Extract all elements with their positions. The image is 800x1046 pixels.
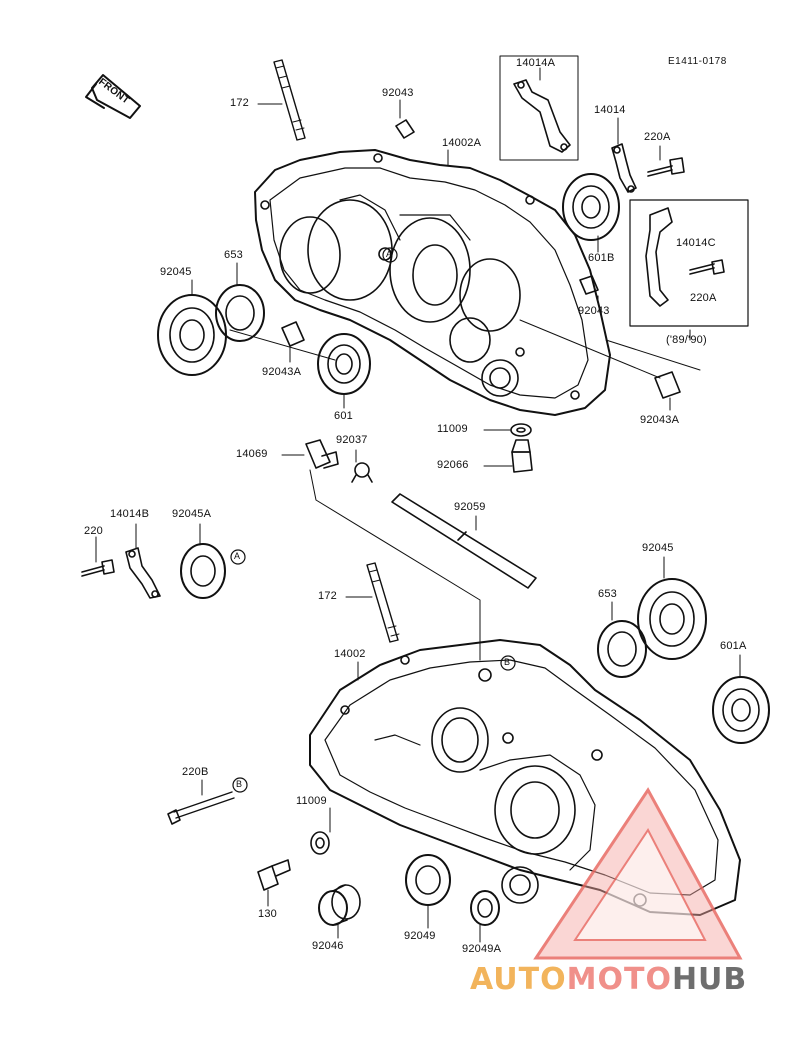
lower-crankcase-14002 xyxy=(309,639,741,916)
bearing-601a xyxy=(712,676,770,744)
label-601b: 601B xyxy=(588,252,615,264)
label-92049a: 92049A xyxy=(462,943,502,955)
seal-92045a xyxy=(180,543,226,599)
label-92046: 92046 xyxy=(312,940,344,952)
dowel-92043-right xyxy=(579,275,599,295)
label-14014c: 14014C xyxy=(676,237,716,249)
washer-11009-low xyxy=(310,831,330,855)
bolt-220b xyxy=(167,791,235,825)
label-92043-top: 92043 xyxy=(382,87,414,99)
washer-11009-mid xyxy=(510,423,532,437)
callout-a-upper: A xyxy=(386,249,393,259)
callout-a-lower: A xyxy=(234,551,241,561)
label-14014a: 14014A xyxy=(516,57,556,69)
bearing-92045-right xyxy=(637,578,707,660)
plug-130 xyxy=(257,859,291,891)
label-92037: 92037 xyxy=(336,434,368,446)
label-601a: 601A xyxy=(720,640,747,652)
bearing-601 xyxy=(317,333,371,395)
bolt-220a-top xyxy=(647,157,685,177)
label-92043-right: 92043 xyxy=(578,305,610,317)
label-14014: 14014 xyxy=(594,104,626,116)
label-11009-mid: 11009 xyxy=(437,423,468,435)
plate-14014 xyxy=(611,143,637,193)
tube-92059 xyxy=(391,493,537,589)
plate-14014a xyxy=(513,79,571,153)
label-92043a-left: 92043A xyxy=(262,366,302,378)
watermark-moto: MOTO xyxy=(566,962,672,997)
variant-box xyxy=(629,199,749,327)
dowel-92043-top xyxy=(395,119,415,139)
bolt-220 xyxy=(81,559,115,577)
label-653-left: 653 xyxy=(224,249,243,261)
diagram-code: E1411-0178 xyxy=(668,56,727,67)
leader-lines xyxy=(95,67,741,943)
label-220b: 220B xyxy=(182,766,209,778)
front-arrow xyxy=(85,74,141,119)
variant-box-14014a xyxy=(499,55,579,161)
label-92049: 92049 xyxy=(404,930,436,942)
watermark-logo xyxy=(533,787,743,960)
plate-14014b xyxy=(125,547,161,599)
label-220: 220 xyxy=(84,525,103,537)
label-653-right: 653 xyxy=(598,588,617,600)
seal-92049 xyxy=(405,854,451,906)
label-14002: 14002 xyxy=(334,648,366,660)
label-220a-top: 220A xyxy=(644,131,671,143)
seal-653-left xyxy=(215,284,265,342)
label-92045a: 92045A xyxy=(172,508,212,520)
label-130: 130 xyxy=(258,908,277,920)
dowel-92043a-right xyxy=(654,371,681,399)
label-14014b: 14014B xyxy=(110,508,150,520)
label-172-mid: 172 xyxy=(318,590,337,602)
label-92045-left: 92045 xyxy=(160,266,192,278)
label-220a-box: 220A xyxy=(690,292,717,304)
label-601: 601 xyxy=(334,410,353,422)
callout-b-upper: B xyxy=(504,657,511,667)
drain-plug-92066 xyxy=(511,439,533,473)
label-92043a-right: 92043A xyxy=(640,414,680,426)
dowel-92043a-left xyxy=(281,321,305,347)
watermark-hub: HUB xyxy=(671,962,748,997)
watermark-auto: AUTO xyxy=(470,962,567,997)
watermark-text: AUTOMOTOHUB xyxy=(470,962,747,997)
label-14069: 14069 xyxy=(236,448,268,460)
label-11009-low: 11009 xyxy=(296,795,327,807)
collar-92046 xyxy=(318,884,361,926)
stud-172-top xyxy=(273,59,306,141)
stud-172-mid xyxy=(366,562,400,643)
label-172-top: 172 xyxy=(230,97,249,109)
label-92059: 92059 xyxy=(454,501,486,513)
label-92066: 92066 xyxy=(437,459,469,471)
year-note: ('89/'90) xyxy=(666,334,707,346)
label-14002a: 14002A xyxy=(442,137,482,149)
seal-92049a xyxy=(470,890,500,926)
bearing-601b xyxy=(562,173,620,241)
clamp-92037 xyxy=(351,462,373,483)
seal-653-right xyxy=(597,620,647,678)
label-92045-right: 92045 xyxy=(642,542,674,554)
fitting-14069 xyxy=(305,439,339,469)
callout-b-lower: B xyxy=(236,779,243,789)
upper-crankcase-14002a xyxy=(254,149,611,416)
